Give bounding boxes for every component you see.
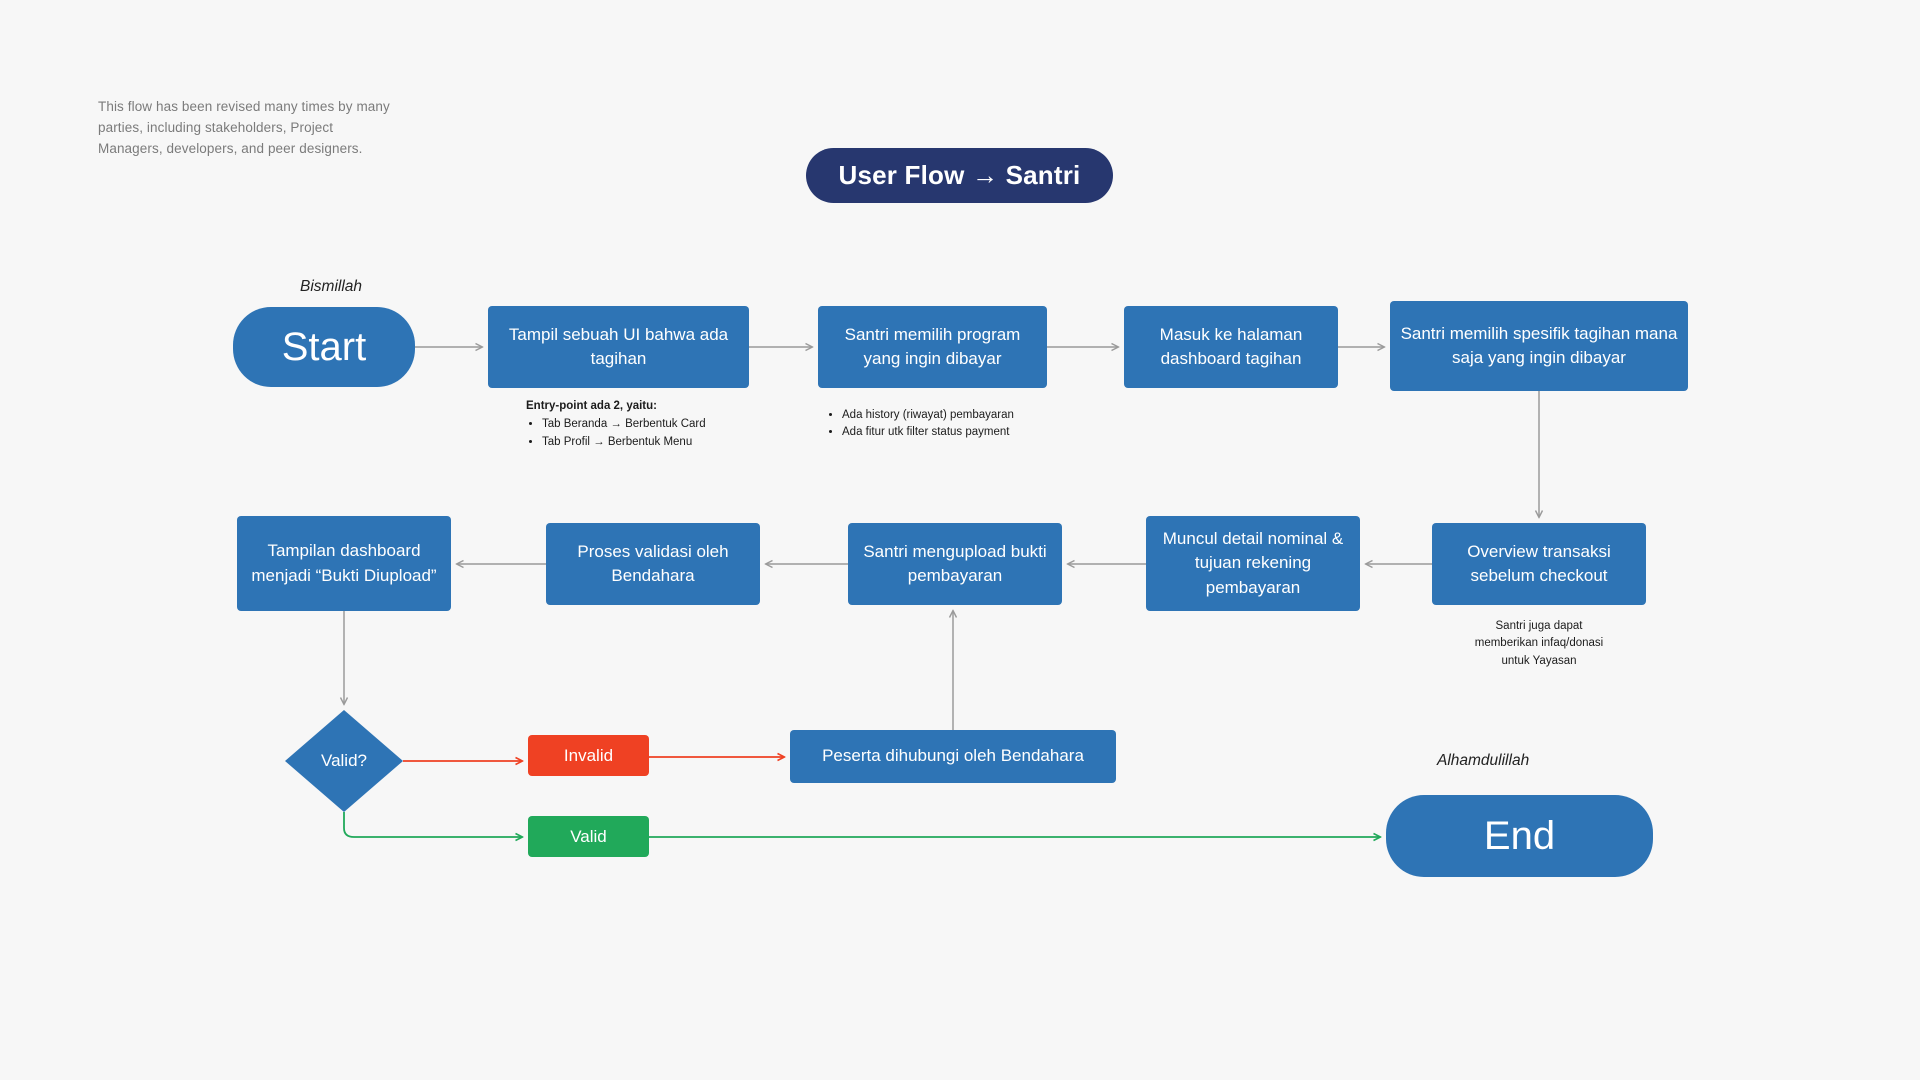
list-item: Tab Beranda → Berbentuk Card [542, 416, 786, 433]
list-item: Tab Profil → Berbentuk Menu [542, 434, 786, 451]
annotation-dashboard-features: Ada history (riwayat) pembayaran Ada fit… [826, 406, 1076, 442]
annotation-infaq-line1: Santri juga dapat [1495, 620, 1583, 632]
node-overview-transaksi[interactable]: Overview transaksi sebelum checkout [1432, 523, 1646, 605]
node-tampil-ui-tagihan[interactable]: Tampil sebuah UI bahwa ada tagihan [488, 306, 749, 388]
annotation-entry-list: Tab Beranda → Berbentuk Card Tab Profil … [526, 416, 786, 451]
annotation-infaq: Santri juga dapat memberikan infaq/donas… [1432, 618, 1646, 670]
node-pilih-program[interactable]: Santri memilih program yang ingin dibaya… [818, 306, 1047, 388]
node-decision-valid[interactable]: Valid? [285, 710, 403, 812]
node-start[interactable]: Start [233, 307, 415, 387]
annotation-entry-point: Entry-point ada 2, yaitu: Tab Beranda → … [526, 398, 786, 451]
node-upload-bukti[interactable]: Santri mengupload bukti pembayaran [848, 523, 1062, 605]
end-caption: Alhamdulillah [1437, 752, 1530, 769]
list-item: Ada fitur utk filter status payment [842, 424, 1076, 441]
annotation-infaq-line2: memberikan infaq/donasi [1474, 637, 1604, 650]
node-pilih-spesifik-tagihan[interactable]: Santri memilih spesifik tagihan mana saj… [1390, 301, 1688, 391]
annotation-infaq-line3: untuk Yayasan [1501, 654, 1577, 667]
start-caption: Bismillah [300, 278, 363, 295]
node-proses-validasi[interactable]: Proses validasi oleh Bendahara [546, 523, 760, 605]
decision-label: Valid? [321, 751, 367, 770]
revision-note: This flow has been revised many times by… [98, 99, 390, 156]
annotation-dashboard-list: Ada history (riwayat) pembayaran Ada fit… [826, 407, 1076, 442]
page-title: User Flow → Santri [806, 148, 1113, 203]
node-dashboard-bukti-diupload[interactable]: Tampilan dashboard menjadi “Bukti Diuplo… [237, 516, 451, 611]
chip-invalid[interactable]: Invalid [528, 735, 649, 776]
node-peserta-dihubungi[interactable]: Peserta dihubungi oleh Bendahara [790, 730, 1116, 783]
node-end[interactable]: End [1386, 795, 1653, 877]
node-dashboard-tagihan[interactable]: Masuk ke halaman dashboard tagihan [1124, 306, 1338, 388]
chip-valid[interactable]: Valid [528, 816, 649, 857]
annotation-entry-heading: Entry-point ada 2, yaitu: [526, 400, 657, 412]
list-item: Ada history (riwayat) pembayaran [842, 407, 1076, 424]
edge-decision-to-valid [343, 812, 522, 837]
node-detail-nominal[interactable]: Muncul detail nominal & tujuan rekening … [1146, 516, 1360, 611]
